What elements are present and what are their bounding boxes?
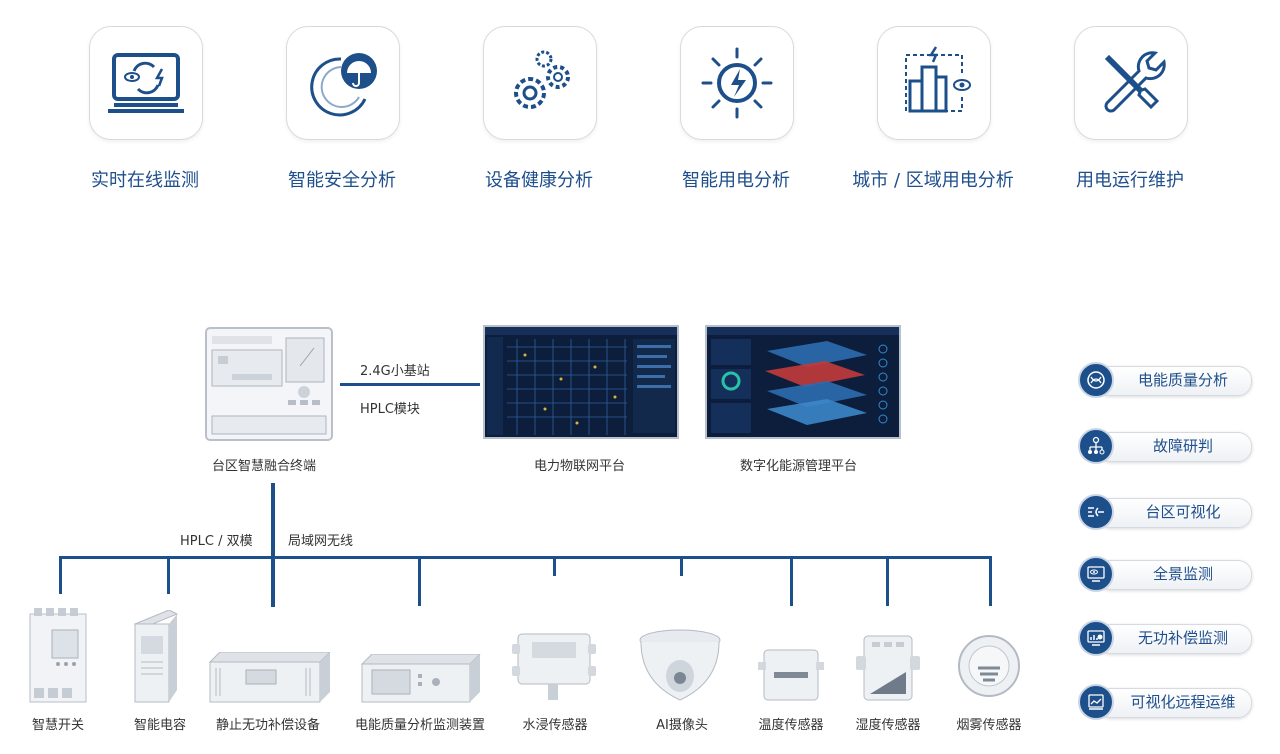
branch-line bbox=[989, 556, 992, 606]
remote-maintenance-icon bbox=[1078, 684, 1114, 720]
compensation-monitor-icon bbox=[1078, 620, 1114, 656]
feature-label: 实时在线监测 bbox=[91, 170, 199, 191]
fusion-terminal-device[interactable] bbox=[204, 326, 334, 442]
device-label: 静止无功补偿设备 bbox=[215, 718, 321, 733]
platform1-label: 电力物联网平台 bbox=[534, 459, 626, 474]
menu-item-panorama[interactable]: 全景监测 bbox=[1078, 556, 1252, 592]
smart-switch-icon bbox=[29, 608, 87, 703]
smart-capacitor-icon bbox=[133, 610, 179, 703]
umbrella-shield-icon bbox=[310, 53, 377, 117]
feature-card-security[interactable] bbox=[286, 26, 400, 140]
device-label: 烟雾传感器 bbox=[956, 718, 1022, 733]
smoke-sensor-icon bbox=[958, 635, 1020, 697]
feature-card-realtime[interactable] bbox=[89, 26, 203, 140]
device-label: 温度传感器 bbox=[758, 718, 824, 733]
branch-line bbox=[59, 556, 62, 594]
menu-item-remote[interactable]: 可视化远程运维 bbox=[1078, 684, 1252, 720]
link-top-label: 2.4G小基站 bbox=[360, 364, 430, 379]
menu-item-label: 台区可视化 bbox=[1145, 503, 1221, 521]
feature-label: 城市 / 区域用电分析 bbox=[852, 170, 1014, 191]
bus-line bbox=[59, 556, 992, 559]
quality-analysis-icon bbox=[1078, 362, 1114, 398]
branch-line bbox=[886, 556, 889, 606]
svg-compensator-icon bbox=[208, 652, 331, 703]
feature-card-city[interactable] bbox=[877, 26, 991, 140]
humidity-sensor-icon bbox=[856, 635, 920, 701]
menu-item-label: 故障研判 bbox=[1152, 437, 1213, 455]
bus-right-label: 局域网无线 bbox=[288, 534, 354, 549]
temperature-sensor-icon bbox=[758, 649, 824, 701]
terminal-label: 台区智慧融合终端 bbox=[212, 459, 317, 474]
device-label: 湿度传感器 bbox=[855, 718, 921, 733]
menu-item-visualization[interactable]: 台区可视化 bbox=[1078, 494, 1252, 530]
trunk-line bbox=[271, 483, 275, 607]
link-bottom-label: HPLC模块 bbox=[360, 402, 420, 417]
bus-left-label: HPLC / 双模 bbox=[180, 534, 253, 549]
menu-item-label: 电能质量分析 bbox=[1137, 371, 1228, 389]
platform2-label: 数字化能源管理平台 bbox=[740, 459, 858, 474]
city-eye-icon bbox=[905, 46, 971, 113]
layered-map-graphic bbox=[707, 327, 899, 433]
panorama-monitor-icon bbox=[1078, 556, 1114, 592]
monitor-refresh-icon bbox=[108, 53, 184, 113]
menu-item-compensation[interactable]: 无功补偿监测 bbox=[1078, 620, 1252, 656]
lightning-sun-icon bbox=[701, 47, 773, 119]
iot-platform-screen[interactable] bbox=[483, 325, 679, 439]
branch-line bbox=[553, 556, 556, 576]
feature-card-equipment[interactable] bbox=[483, 26, 597, 140]
menu-item-fault[interactable]: 故障研判 bbox=[1078, 428, 1252, 464]
branch-line bbox=[680, 556, 683, 576]
menu-item-label: 无功补偿监测 bbox=[1137, 629, 1228, 647]
fault-tree-icon bbox=[1078, 428, 1114, 464]
device-label: 智能电容 bbox=[133, 718, 187, 733]
branch-line bbox=[167, 556, 170, 594]
branch-line bbox=[418, 556, 421, 606]
feature-label: 智能用电分析 bbox=[682, 170, 790, 191]
device-label: AI摄像头 bbox=[656, 718, 708, 733]
tools-icon bbox=[1104, 51, 1166, 113]
energy-platform-screen[interactable] bbox=[705, 325, 901, 439]
menu-item-quality[interactable]: 电能质量分析 bbox=[1078, 362, 1252, 398]
device-label: 水浸传感器 bbox=[522, 718, 588, 733]
device-label: 智慧开关 bbox=[31, 718, 85, 733]
branch-line bbox=[790, 556, 793, 606]
power-quality-device-icon bbox=[360, 654, 481, 703]
ai-camera-icon bbox=[639, 629, 721, 701]
feature-label: 智能安全分析 bbox=[288, 170, 396, 191]
network-map-graphic bbox=[485, 327, 677, 435]
feature-label: 用电运行维护 bbox=[1076, 170, 1184, 191]
visualization-icon bbox=[1078, 494, 1114, 530]
feature-label: 设备健康分析 bbox=[485, 170, 593, 191]
feature-card-smart-power[interactable] bbox=[680, 26, 794, 140]
link-line bbox=[340, 383, 480, 386]
menu-item-label: 全景监测 bbox=[1152, 565, 1213, 583]
gears-icon bbox=[514, 50, 570, 109]
feature-card-maintenance[interactable] bbox=[1074, 26, 1188, 140]
device-label: 电能质量分析监测装置 bbox=[354, 718, 486, 733]
menu-item-label: 可视化远程运维 bbox=[1130, 693, 1236, 711]
water-sensor-icon bbox=[512, 633, 596, 700]
